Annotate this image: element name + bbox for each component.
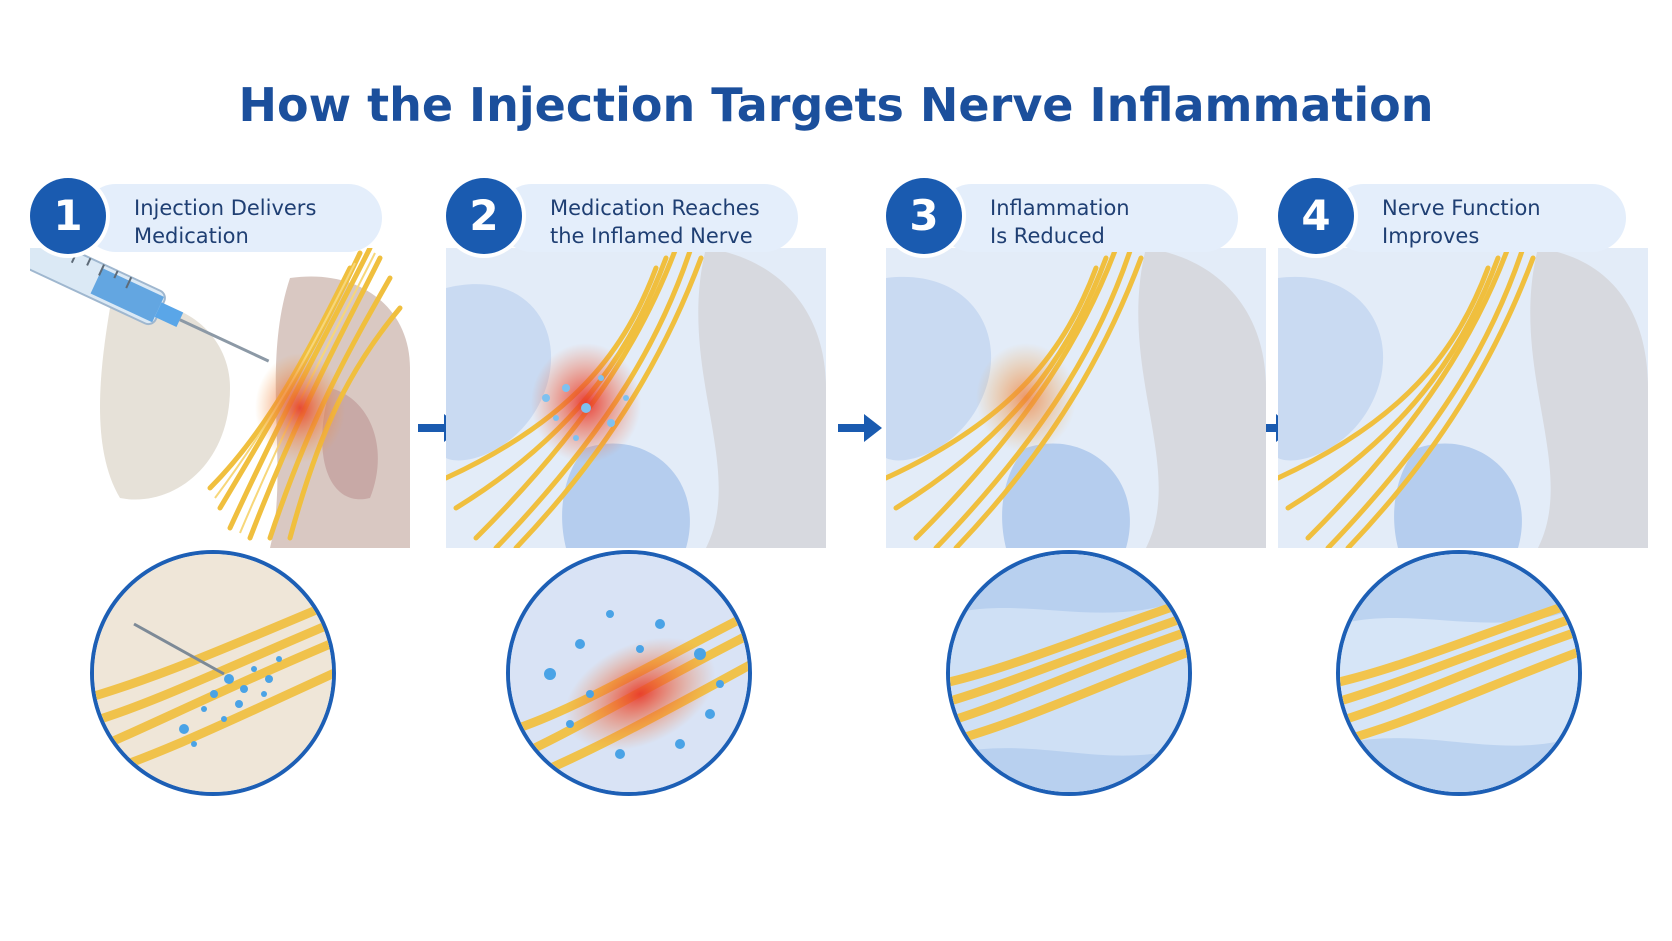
- page-title: How the Injection Targets Nerve Inflamma…: [238, 78, 1434, 132]
- step-1: Injection Delivers Medication 1: [30, 178, 410, 818]
- step-3-label-pill: Inflammation Is Reduced: [938, 184, 1238, 252]
- step-4-illustration: [1278, 248, 1648, 548]
- step-2-label-line1: Medication Reaches: [550, 196, 760, 220]
- step-1-magnified-view: [90, 550, 336, 796]
- step-4-label-line2: Improves: [1382, 224, 1480, 248]
- step-3-illustration: [886, 248, 1266, 548]
- step-3-label: Inflammation Is Reduced: [990, 194, 1230, 250]
- step-4-number-badge: 4: [1278, 178, 1354, 254]
- step-2-label-line2: the Inflamed Nerve: [550, 224, 753, 248]
- step-2-label-pill: Medication Reaches the Inflamed Nerve: [498, 184, 798, 252]
- step-4: Nerve Function Improves 4: [1278, 178, 1658, 818]
- step-2-illustration: [446, 248, 826, 548]
- step-1-label-line1: Injection Delivers: [134, 196, 317, 220]
- step-1-label-pill: Injection Delivers Medication: [82, 184, 382, 252]
- step-2: Medication Reaches the Inflamed Nerve 2: [446, 178, 826, 818]
- step-4-label-line1: Nerve Function: [1382, 196, 1541, 220]
- step-1-illustration: [30, 248, 410, 548]
- step-3-number-badge: 3: [886, 178, 962, 254]
- step-4-label-pill: Nerve Function Improves: [1330, 184, 1626, 252]
- step-4-label: Nerve Function Improves: [1382, 194, 1622, 250]
- step-1-label-line2: Medication: [134, 224, 249, 248]
- step-3-label-line1: Inflammation: [990, 196, 1130, 220]
- step-3: Inflammation Is Reduced 3: [886, 178, 1266, 818]
- step-2-label: Medication Reaches the Inflamed Nerve: [550, 194, 790, 250]
- step-2-magnified-view: [506, 550, 752, 796]
- step-4-magnified-view: [1336, 550, 1582, 796]
- step-3-magnified-view: [946, 550, 1192, 796]
- step-2-number-badge: 2: [446, 178, 522, 254]
- arrow-right-icon: [838, 414, 882, 442]
- step-3-label-line2: Is Reduced: [990, 224, 1105, 248]
- step-1-label: Injection Delivers Medication: [134, 194, 374, 250]
- step-1-number-badge: 1: [30, 178, 106, 254]
